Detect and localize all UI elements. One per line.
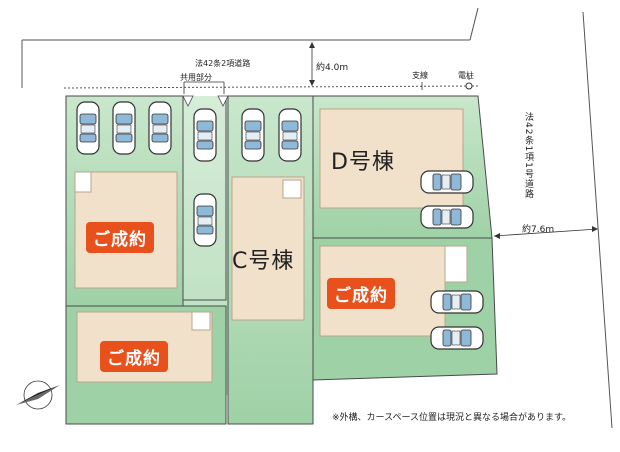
utility-pole-label: 電柱 xyxy=(458,71,474,80)
sold-badge-top-left: ご成約 xyxy=(86,222,154,253)
compass-icon xyxy=(16,380,60,410)
car-icon xyxy=(431,327,483,349)
building-c xyxy=(231,176,305,321)
car-icon xyxy=(431,291,483,313)
east-road-label: 法42条1項1号道路 xyxy=(523,112,533,199)
east-road-edge xyxy=(582,11,613,429)
car-icon xyxy=(193,108,217,162)
building-d-label: D号棟 xyxy=(331,150,395,175)
car-icon xyxy=(112,101,136,155)
east-road-width: 約7.6m xyxy=(522,225,555,235)
car-icon xyxy=(193,193,217,247)
branch-line-label: 支線 xyxy=(412,71,428,80)
utility-pole-icon xyxy=(465,82,473,90)
sold-badge-bottom-right: ご成約 xyxy=(327,278,395,309)
road-boundary-dotted xyxy=(63,85,479,89)
car-icon xyxy=(76,101,100,155)
sold-badge-bottom-left: ご成約 xyxy=(100,341,168,372)
car-icon xyxy=(148,101,172,155)
car-icon xyxy=(421,171,473,193)
north-road-width: 約4.0m xyxy=(316,63,349,73)
north-road-label: 法42条2項道路 xyxy=(195,59,251,68)
shared-area-label: 共用部分 xyxy=(180,73,212,82)
building-c-label: C号棟 xyxy=(232,249,295,274)
car-icon xyxy=(278,108,302,162)
car-icon xyxy=(421,206,473,228)
car-icon xyxy=(241,108,265,162)
disclaimer-note: ※外構、カースペース位置は現況と異なる場合があります。 xyxy=(332,413,572,423)
